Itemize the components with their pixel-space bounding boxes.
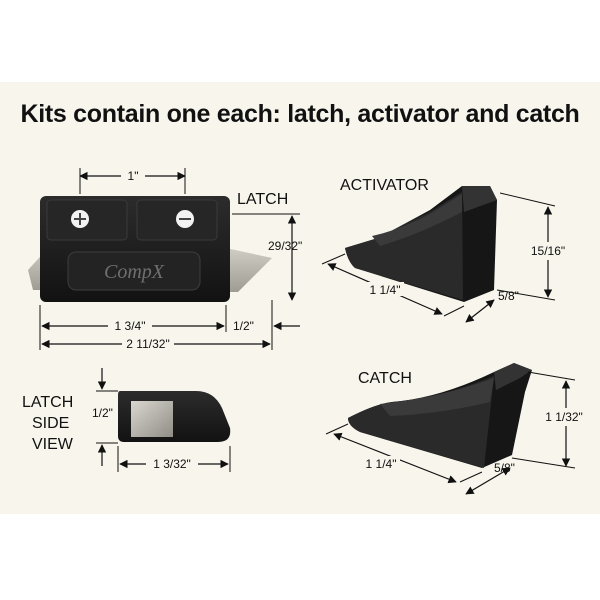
label-bg — [540, 408, 588, 426]
side-view-height-dim: 1/2" — [92, 406, 113, 420]
screw-icon — [71, 210, 89, 228]
label-bg — [122, 336, 174, 350]
catch-height-dim: 1 1/32" — [545, 410, 583, 424]
latch-body-width-dim: 1 3/4" — [115, 319, 146, 333]
extension-line — [325, 423, 349, 435]
latch-flange-dim: 1/2" — [233, 319, 254, 333]
extension-line — [527, 371, 576, 381]
label-bg — [366, 282, 404, 296]
side-view-length-dim: 1 3/32" — [153, 457, 191, 471]
compx-logo: CompX — [104, 261, 165, 283]
latch-total-width-dim: 2 11/32" — [126, 337, 169, 351]
latch-label: LATCH — [237, 191, 288, 208]
activator-width-dim: 5/8" — [498, 289, 519, 303]
latch-height-dim: 29/32" — [268, 239, 302, 253]
latch-logo-plate — [67, 251, 201, 291]
label-bg — [108, 318, 152, 332]
extension-line — [499, 192, 556, 207]
activator-label: ACTIVATOR — [340, 177, 429, 194]
extension-line — [443, 305, 465, 317]
label-bg — [121, 168, 145, 182]
label-bg — [146, 456, 198, 470]
catch-width-dim: 5/8" — [494, 461, 515, 475]
label-bg — [362, 456, 400, 470]
activator-width-line — [465, 299, 495, 323]
latch-side-slide — [131, 401, 173, 437]
catch-label: CATCH — [358, 370, 412, 387]
label-bg — [528, 242, 568, 260]
screw-icon — [176, 210, 194, 228]
catch-length-dim: 1 1/4" — [366, 457, 397, 471]
latch-flange-right — [226, 248, 272, 292]
latch-front-view: CompX — [28, 196, 272, 302]
page-title: Kits contain one each: latch, activator … — [20, 100, 580, 128]
extension-line — [321, 253, 346, 265]
side-view-label-3: VIEW — [32, 436, 74, 453]
side-view-label-2: SIDE — [32, 415, 69, 432]
extension-line — [496, 289, 556, 301]
activator-height-dim: 15/16" — [531, 244, 565, 258]
side-view-label-1: LATCH — [22, 394, 73, 411]
activator-length-dim: 1 1/4" — [370, 283, 401, 297]
latch-screw-spacing: 1" — [128, 169, 139, 183]
extension-line — [459, 471, 483, 483]
catch-width-line — [465, 467, 511, 495]
